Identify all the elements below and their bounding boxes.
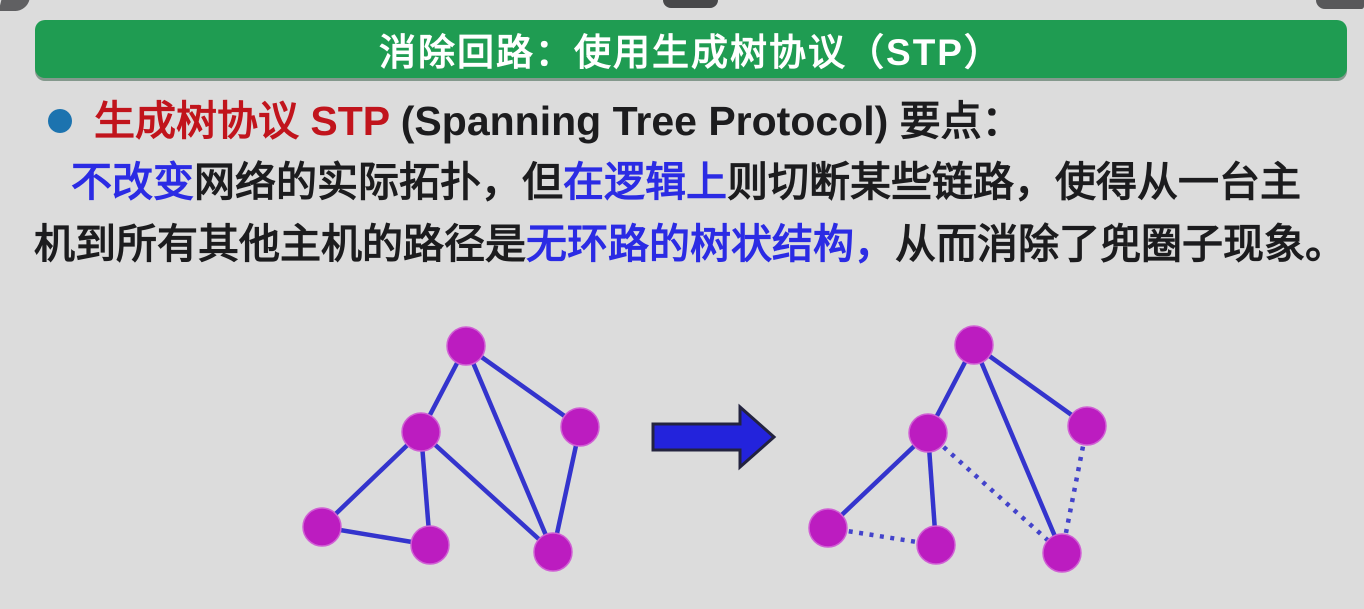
text-segment-dark: (Spanning Tree Protocol) 要点： bbox=[389, 98, 1023, 144]
text-segment-blue: 不改变 bbox=[71, 159, 194, 205]
text-segment-dark: 从而消除了兜圈子现象。 bbox=[895, 221, 1346, 267]
body-line-3: 机到所有其他主机的路径是无环路的树状结构，从而消除了兜圈子现象。 bbox=[34, 221, 1346, 267]
text-segment-dark: 机到所有其他主机的路径是 bbox=[34, 221, 526, 267]
blocked-link bbox=[1059, 425, 1090, 554]
active-link bbox=[826, 431, 930, 530]
network-node bbox=[446, 326, 486, 366]
network-node bbox=[916, 525, 956, 565]
text-segment-dark: 网络的实际拓扑，但 bbox=[194, 159, 563, 205]
active-link bbox=[464, 344, 582, 429]
network-node bbox=[560, 407, 600, 447]
page-title: 消除回路：使用生成树协议（STP） bbox=[379, 32, 1003, 73]
active-link bbox=[419, 430, 555, 554]
network-node bbox=[1067, 406, 1107, 446]
text-segment-dark: 则切断某些链路，使得从一台主 bbox=[727, 159, 1301, 205]
blocked-link bbox=[827, 525, 937, 548]
network-node bbox=[1042, 533, 1082, 573]
active-link bbox=[971, 344, 1065, 554]
bullet-icon bbox=[48, 109, 72, 133]
active-link bbox=[320, 430, 423, 529]
text-segment-blue: 在逻辑上 bbox=[563, 159, 727, 205]
screen-corner-artifact-right bbox=[1316, 0, 1364, 9]
network-node bbox=[908, 413, 948, 453]
active-link bbox=[463, 345, 556, 553]
slide-title-banner: 消除回路：使用生成树协议（STP） bbox=[35, 20, 1347, 78]
blocked-link bbox=[926, 431, 1064, 555]
transform-arrow-icon bbox=[651, 403, 777, 471]
body-line-2: 不改变网络的实际拓扑，但在逻辑上则切断某些链路，使得从一台主 bbox=[71, 159, 1301, 205]
network-graph-after bbox=[808, 325, 1107, 573]
network-node bbox=[410, 525, 450, 565]
network-node bbox=[533, 532, 573, 572]
text-segment-blue: 无环路的树状结构， bbox=[526, 221, 895, 267]
video-overlay-handle-icon bbox=[663, 0, 718, 8]
active-link bbox=[972, 343, 1089, 428]
network-node bbox=[302, 507, 342, 547]
network-node bbox=[401, 412, 441, 452]
network-node bbox=[808, 508, 848, 548]
network-graph-before bbox=[302, 326, 600, 572]
network-node bbox=[954, 325, 994, 365]
heading-line-stp: 生成树协议 STP (Spanning Tree Protocol) 要点： bbox=[94, 98, 1023, 144]
text-segment-red: 生成树协议 STP bbox=[94, 98, 390, 144]
active-link bbox=[550, 426, 583, 553]
